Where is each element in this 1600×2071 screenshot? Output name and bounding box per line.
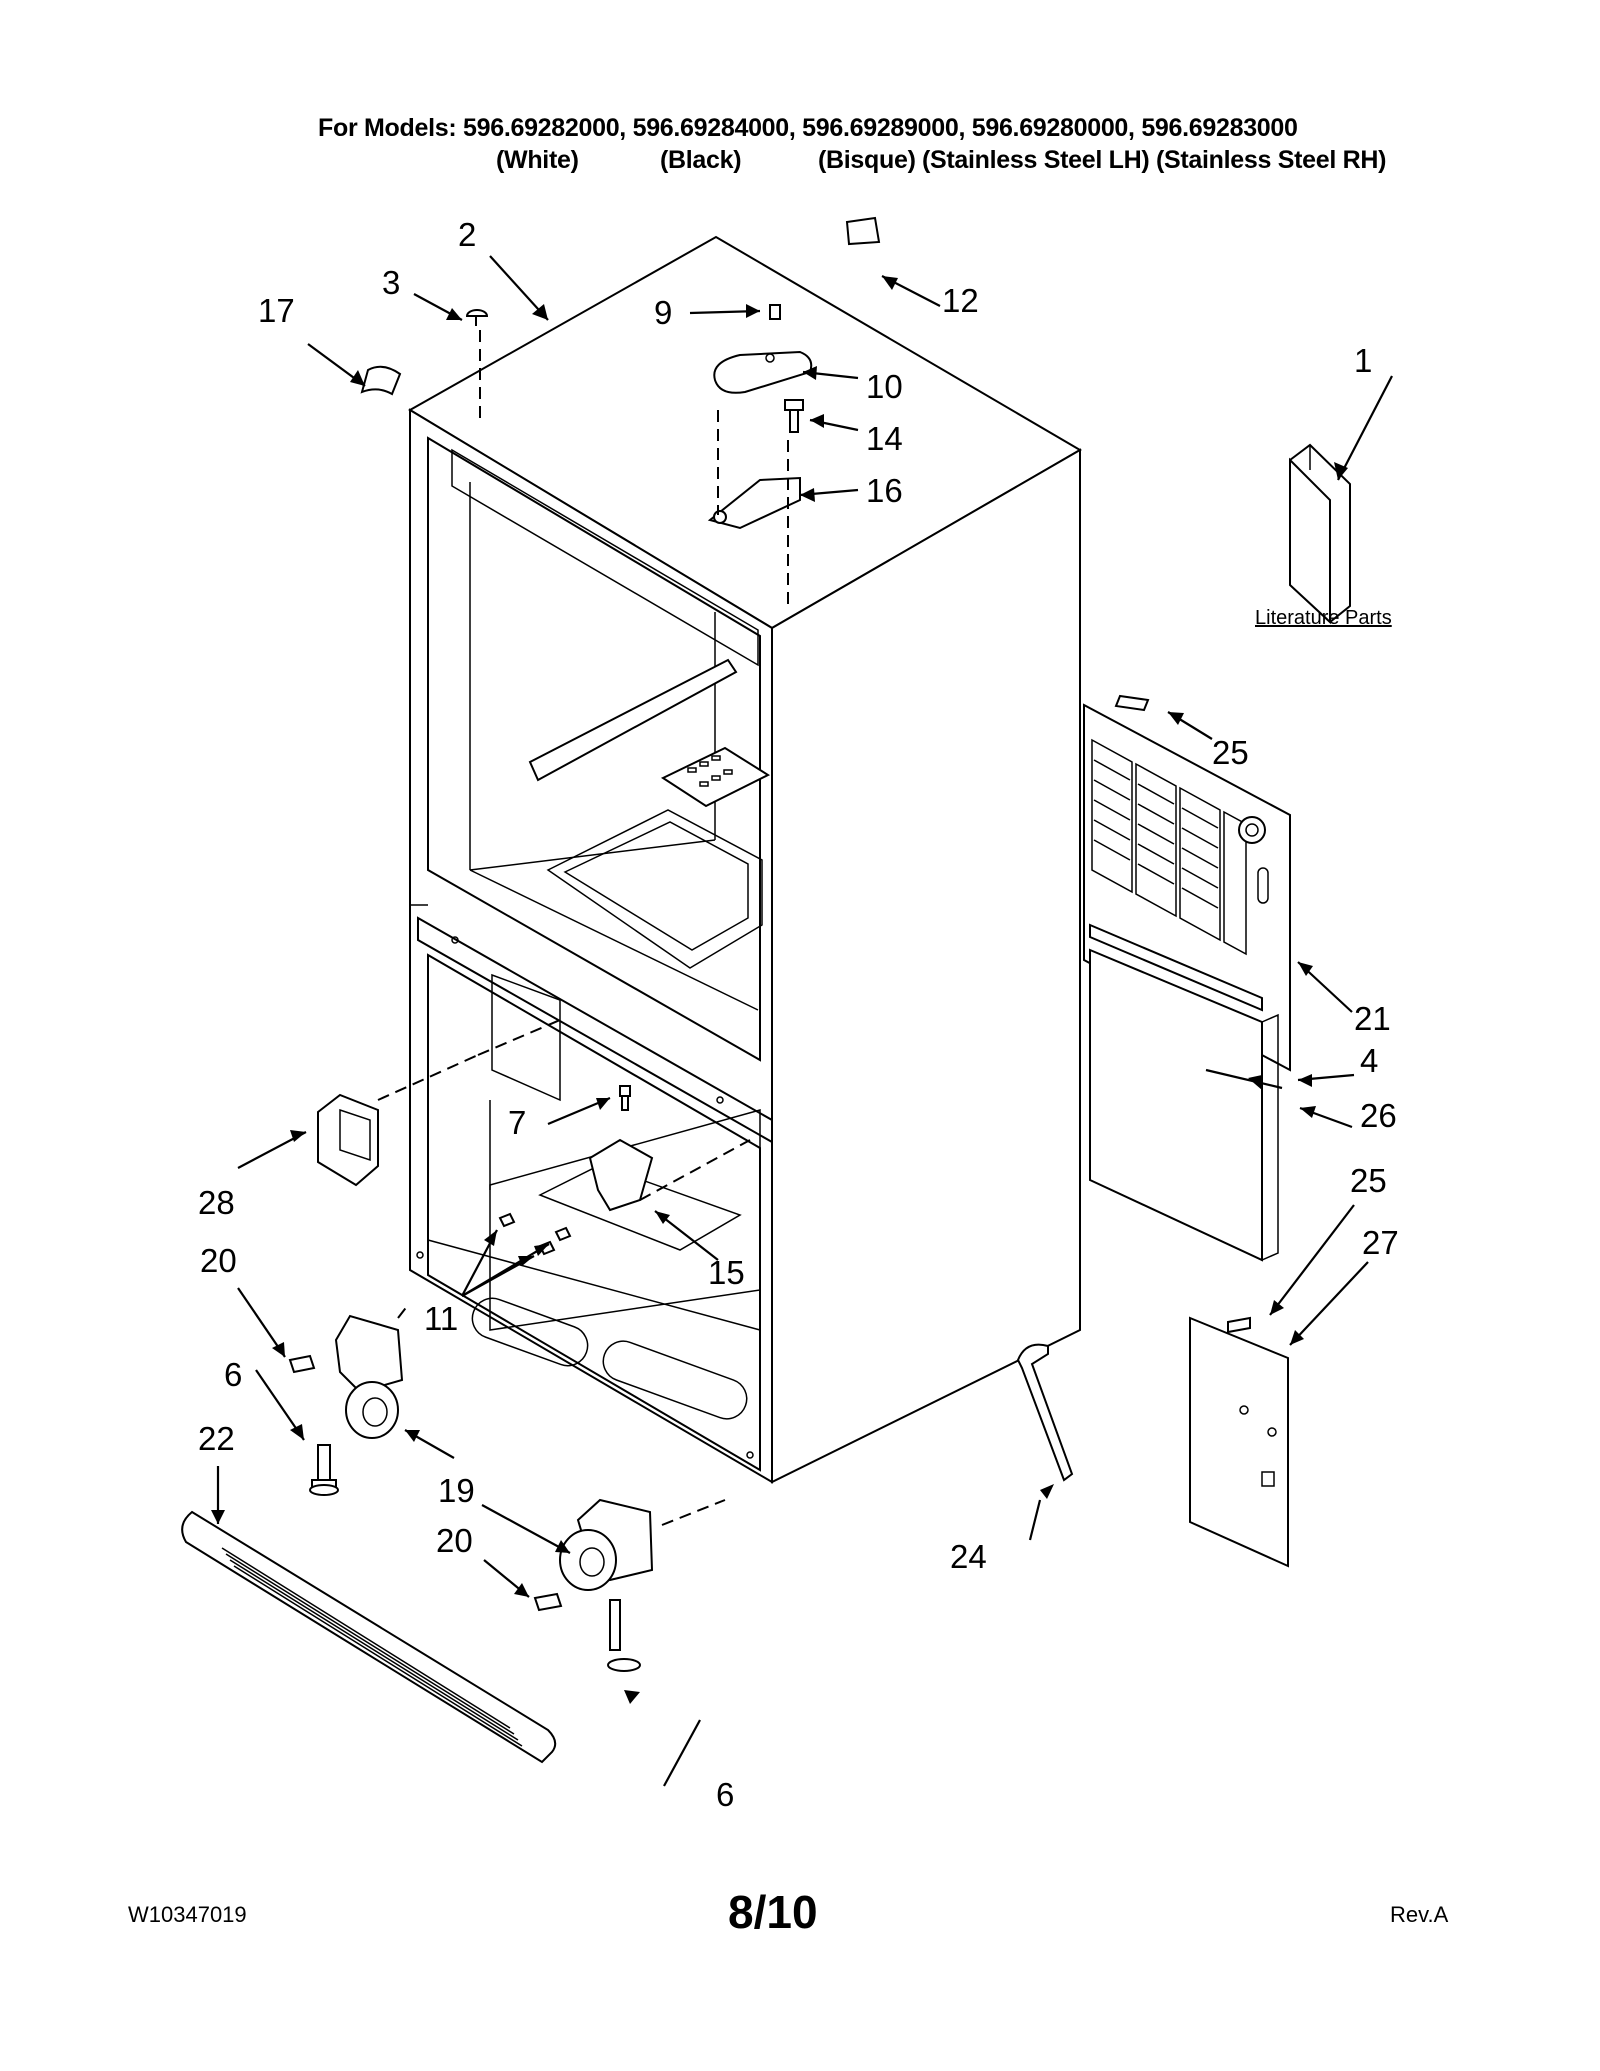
screw-20-left xyxy=(288,1354,316,1374)
top-hinge-assembly xyxy=(479,304,813,610)
literature-book xyxy=(1289,457,1331,625)
callouts: 1 2 3 4 26 6 6 7 9 10 11 12 14 15 16 17 … xyxy=(198,216,1399,1813)
leader-lines xyxy=(211,255,1393,1787)
callout-3: 3 xyxy=(382,264,400,301)
page-number: 8/10 xyxy=(728,1886,818,1938)
callout-15: 15 xyxy=(708,1254,745,1291)
callout-20-right: 20 xyxy=(436,1522,473,1559)
callout-1: 1 xyxy=(1354,342,1372,379)
pin-7 xyxy=(619,1085,631,1111)
callout-6-left: 6 xyxy=(224,1356,242,1393)
callout-19: 19 xyxy=(438,1472,475,1509)
callout-12: 12 xyxy=(942,282,979,319)
callout-10: 10 xyxy=(866,368,903,405)
callout-7: 7 xyxy=(508,1104,526,1141)
callout-24: 24 xyxy=(950,1538,987,1575)
callout-21: 21 xyxy=(1354,1000,1391,1037)
callout-22: 22 xyxy=(198,1420,235,1457)
callout-28: 28 xyxy=(198,1184,235,1221)
color-white: (White) xyxy=(496,146,579,174)
color-bisque: (Bisque) xyxy=(818,146,916,174)
callout-16: 16 xyxy=(866,472,903,509)
screw-25-bottom xyxy=(1227,1316,1251,1334)
cabinet-right-side xyxy=(771,448,1081,1484)
floor-recess xyxy=(546,809,763,969)
top-hinge-16 xyxy=(707,476,801,530)
label-12 xyxy=(845,216,881,246)
wrench-24 xyxy=(1016,1343,1074,1482)
screw-3 xyxy=(465,309,489,326)
floor-vent xyxy=(660,746,771,808)
callout-20-left: 20 xyxy=(200,1242,237,1279)
toe-grille-22 xyxy=(181,1510,557,1764)
roller-assembly-left xyxy=(288,1314,404,1496)
interior-rail xyxy=(528,658,738,782)
callout-4: 4 xyxy=(1360,1042,1378,1079)
screw-20-right xyxy=(533,1592,563,1612)
revision: Rev.A xyxy=(1390,1902,1449,1927)
mullion-divider xyxy=(417,916,773,1144)
hinge-cover-10 xyxy=(713,350,813,394)
callout-14: 14 xyxy=(866,420,903,457)
callout-26: 26 xyxy=(1360,1097,1397,1134)
callout-2: 2 xyxy=(458,216,476,253)
hinge-screw-9 xyxy=(769,304,781,320)
callout-17: 17 xyxy=(258,292,295,329)
callout-11: 11 xyxy=(424,1300,458,1337)
roller-assembly-right xyxy=(533,1498,654,1672)
screw-25-top xyxy=(1114,694,1150,712)
cover-28 xyxy=(317,1093,379,1187)
models-line: For Models: 596.69282000, 596.69284000, … xyxy=(318,114,1298,142)
literature-parts-label: Literature Parts xyxy=(1255,607,1392,629)
leveler-6-right xyxy=(607,1658,641,1672)
document-number: W10347019 xyxy=(128,1902,247,1927)
color-stainless-lh: (Stainless Steel LH) xyxy=(922,146,1150,174)
leveler-6-left xyxy=(311,1444,337,1491)
screw-11a xyxy=(498,1212,516,1228)
literature-parts: Literature Parts xyxy=(1255,443,1392,629)
callout-25-top: 25 xyxy=(1212,734,1249,771)
leveler-6-stem xyxy=(609,1599,621,1651)
screw-11c xyxy=(554,1226,572,1242)
cabinet xyxy=(408,235,1082,1484)
cover-27 xyxy=(1189,1316,1289,1568)
callout-6-right: 6 xyxy=(716,1776,734,1813)
callout-25-bottom: 25 xyxy=(1350,1162,1387,1199)
callout-9: 9 xyxy=(654,294,672,331)
hinge-bolt-14 xyxy=(784,399,804,433)
tape-17 xyxy=(360,365,402,396)
color-black: (Black) xyxy=(660,146,742,174)
strip-4 xyxy=(1089,923,1263,1012)
color-stainless-rh: (Stainless Steel RH) xyxy=(1156,146,1387,174)
lower-compartment-opening xyxy=(427,953,761,1472)
callout-27: 27 xyxy=(1362,1224,1399,1261)
